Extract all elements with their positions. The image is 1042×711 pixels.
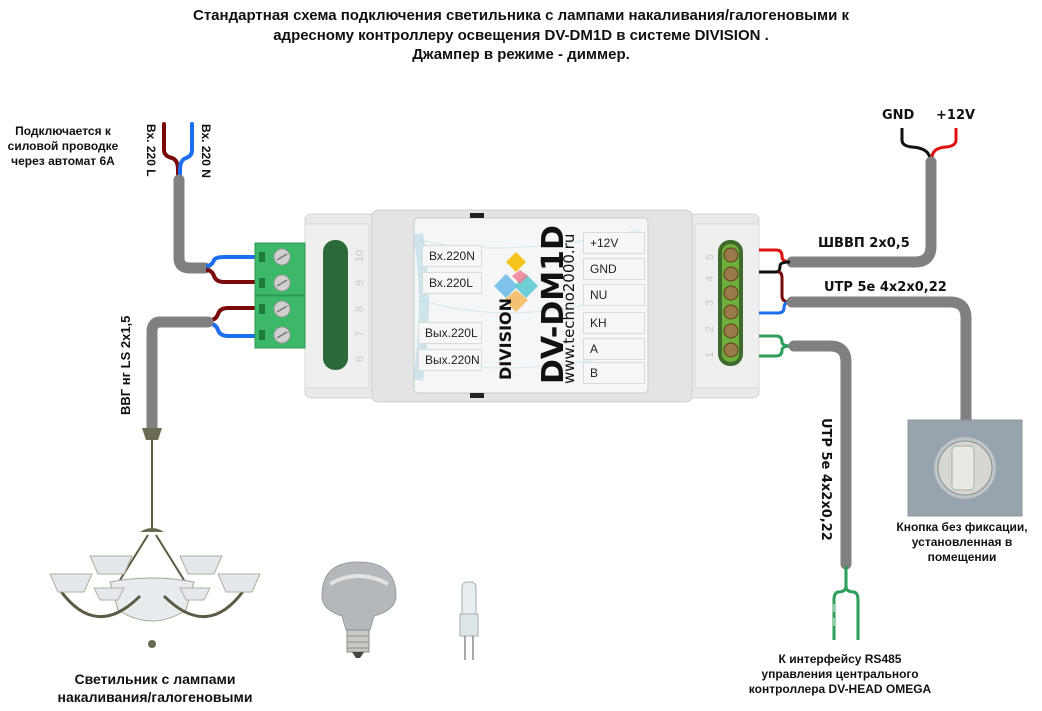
terminal-label-in-220l: Вх.220L <box>422 272 482 294</box>
pin-number-8: 8 <box>354 305 366 312</box>
power-input-note-line-3: через автомат 6А <box>11 154 115 168</box>
button-cable-label: UTP 5e 4х2х0,22 <box>824 280 947 295</box>
button-caption-line-3: помещении <box>927 550 997 564</box>
terminal-label-nu: NU <box>583 284 645 306</box>
pin-number-2: 2 <box>704 325 716 332</box>
right-terminal-screws <box>722 244 739 362</box>
input-220-wires <box>162 122 194 182</box>
diagram-title: Стандартная схема подключения светильник… <box>0 6 1042 65</box>
pin-number-9: 9 <box>354 279 366 286</box>
halogen-bulb-image <box>459 581 479 660</box>
pin-number-10: 10 <box>354 249 366 262</box>
supply-12v-cable-label: ШВВП 2х0,5 <box>818 236 910 251</box>
luminaire-caption-line-2: накаливания/галогеновыми <box>57 689 253 705</box>
title-line-1: Стандартная схема подключения светильник… <box>193 7 849 24</box>
left-terminal-block <box>254 242 306 349</box>
controller-housing <box>304 209 760 403</box>
button-caption: Кнопка без фиксации, установленная в пом… <box>886 520 1038 565</box>
pin-number-1: 1 <box>704 351 716 358</box>
output-load-wires <box>209 306 256 338</box>
division-logo-icon <box>494 252 538 312</box>
wire-label-220-n: Вх. 220 N <box>199 124 213 178</box>
terminal-label-in-220n: Вх.220N <box>422 245 482 267</box>
terminal-label-out-220l: Вых.220L <box>418 322 482 344</box>
supply-12v-wires <box>900 128 958 159</box>
pin-number-6: 6 <box>354 355 366 362</box>
power-input-note-line-1: Подключается к <box>15 124 111 138</box>
button-wires <box>759 270 791 315</box>
load-cable-label: ВВГ нг LS 2х1,5 <box>118 315 133 415</box>
output-load-cable <box>146 316 214 434</box>
device-brand: DIVISION <box>496 297 515 380</box>
rs485-caption-line-3: контроллера DV-HEAD OMEGA <box>748 682 932 696</box>
title-line-2: адресному контроллеру освещения DV-DM1D … <box>273 26 769 44</box>
title-line-3: Джампер в режиме - диммер. <box>412 46 630 63</box>
button-caption-line-2: установленная в <box>911 535 1013 549</box>
pin-number-4: 4 <box>704 275 716 282</box>
rs485-caption: К интерфейсу RS485 управления центрально… <box>730 652 950 697</box>
left-terminal-window <box>323 240 348 370</box>
terminal-label-kh: KH <box>583 312 645 334</box>
input-220-cable <box>173 174 211 274</box>
push-button-image <box>907 419 1023 517</box>
wire-label-220-l: Вх. 220 L <box>144 124 158 177</box>
luminaire-caption: Светильник с лампами накаливания/галоген… <box>40 670 270 706</box>
device-website: www.techno2000.ru <box>560 233 578 384</box>
button-caption-line-1: Кнопка без фиксации, <box>896 520 1028 534</box>
gnd-label: GND <box>882 108 915 123</box>
supply-12v-cable <box>786 156 937 268</box>
terminal-label-gnd: GND <box>583 258 645 280</box>
terminal-label-out-220n: Вых.220N <box>418 349 482 371</box>
chandelier-image <box>49 428 261 648</box>
terminal-label-plus12v: +12V <box>583 232 645 254</box>
input-220-cable-wires <box>205 255 256 284</box>
rs485-wires-end <box>832 566 860 640</box>
pin-number-7: 7 <box>354 330 366 337</box>
luminaire-caption-line-1: Светильник с лампами <box>74 671 236 687</box>
pin-number-5: 5 <box>704 253 716 260</box>
device-12v-wires <box>759 248 791 274</box>
power-input-note: Подключается к силовой проводке через ав… <box>4 124 122 169</box>
rs485-caption-line-2: управления центрального <box>761 667 919 681</box>
plus12v-label: +12V <box>936 108 976 123</box>
terminal-label-a: A <box>583 338 645 360</box>
button-cable <box>786 296 972 426</box>
incandescent-bulb-image <box>321 561 397 658</box>
rs485-caption-line-1: К интерфейсу RS485 <box>778 652 902 666</box>
rs485-cable <box>788 340 852 570</box>
power-input-note-line-2: силовой проводке <box>7 139 119 153</box>
rs485-wires-device <box>759 334 793 358</box>
rs485-cable-label: UTP 5e 4х2х0,22 <box>818 418 833 541</box>
pin-number-3: 3 <box>704 299 716 306</box>
terminal-label-b: B <box>583 362 645 384</box>
